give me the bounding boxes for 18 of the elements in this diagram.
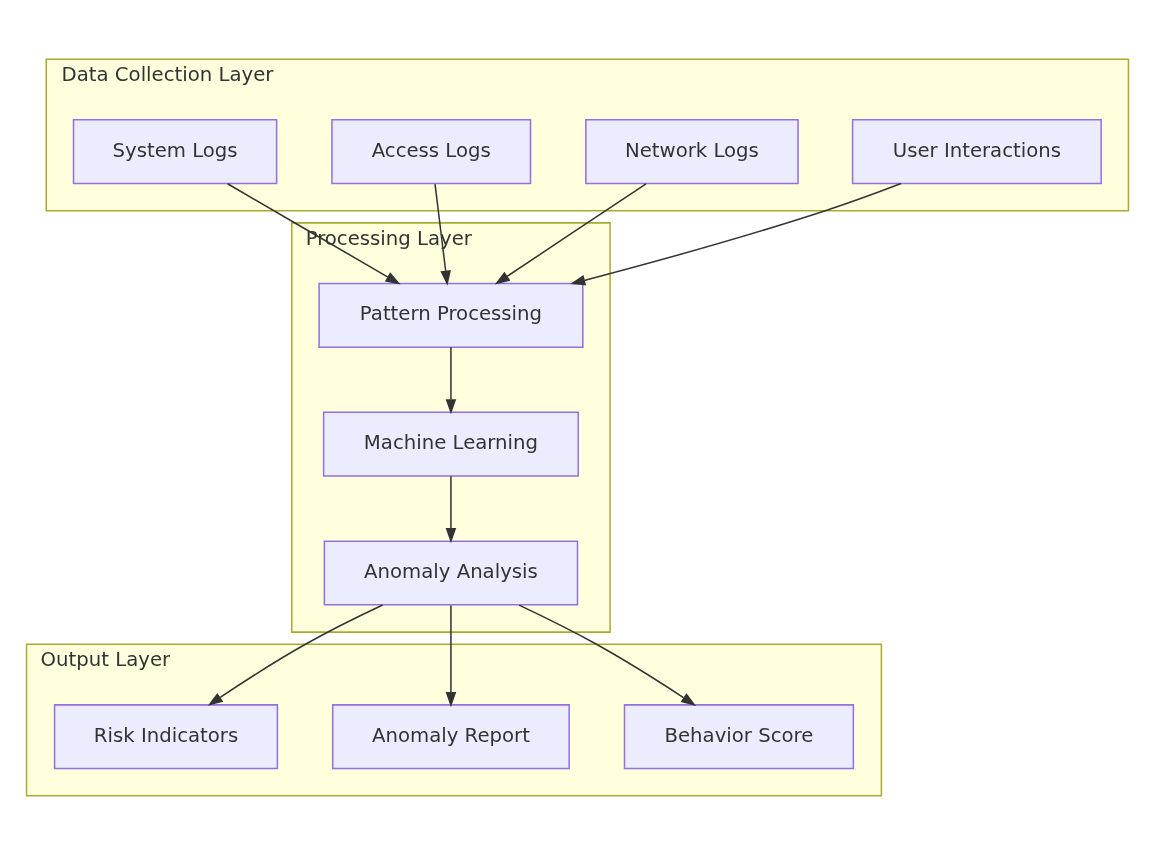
arrow bbox=[518, 603, 697, 706]
node-box: Network Logs bbox=[585, 118, 799, 184]
arrow bbox=[434, 182, 451, 286]
node-box: Behavior Score bbox=[623, 703, 855, 769]
node-box: Risk Indicators bbox=[53, 703, 279, 769]
arrow bbox=[445, 346, 457, 414]
node-box: Anomaly Report bbox=[331, 703, 570, 769]
arrow bbox=[207, 603, 384, 706]
node-box: User Interactions bbox=[851, 118, 1102, 184]
arrow bbox=[570, 182, 902, 285]
node-box: Pattern Processing bbox=[318, 282, 584, 348]
arrow bbox=[445, 604, 457, 707]
node-box: Access Logs bbox=[331, 118, 532, 184]
node-box: Anomaly Analysis bbox=[323, 539, 579, 606]
arrow bbox=[445, 474, 457, 543]
node-box: System Logs bbox=[72, 118, 278, 184]
node-box: Machine Learning bbox=[322, 411, 579, 477]
arrow bbox=[494, 182, 647, 285]
